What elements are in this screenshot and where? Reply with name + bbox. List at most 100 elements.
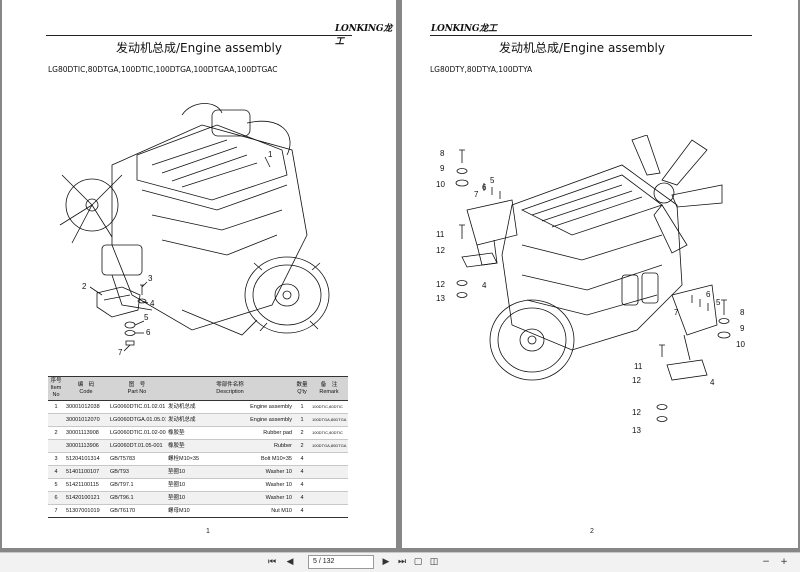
- page-number: 2: [590, 528, 594, 535]
- cell-item-no: 4: [48, 465, 64, 479]
- callout-1: 1: [268, 150, 273, 159]
- callout-5: 5: [716, 298, 721, 307]
- next-page-icon[interactable]: ▶: [382, 557, 390, 567]
- cell-item-no: 5: [48, 478, 64, 492]
- callout-10: 10: [736, 340, 745, 349]
- callout-11: 11: [634, 362, 643, 371]
- zoom-in-icon[interactable]: +: [780, 557, 788, 567]
- last-page-icon[interactable]: ⏭: [397, 557, 407, 567]
- page-title: 发动机总成/Engine assembly: [116, 41, 282, 55]
- header-rule: [430, 35, 752, 36]
- callout-13: 13: [436, 294, 445, 303]
- cell-remark: [310, 478, 348, 492]
- engine-drawing: 8 9 10 5 6 7 11 12 4 12 13 6 5 8 9 10 7 …: [436, 135, 745, 435]
- callout-12: 12: [632, 376, 641, 385]
- page-2: LONKING龙工 发动机总成/Engine assembly LG80DTY,…: [402, 0, 798, 548]
- cell-qty: 1: [294, 413, 310, 427]
- callout-12: 12: [436, 280, 445, 289]
- cell-remark: 100DTGA,80DTGA: [310, 413, 348, 427]
- cell-item-no: 2: [48, 426, 64, 440]
- callout-2: 2: [82, 282, 87, 291]
- cell-code: 51204101314: [64, 452, 108, 466]
- cell-qty: 2: [294, 426, 310, 440]
- cell-code: 51420100121: [64, 491, 108, 505]
- callout-13: 13: [632, 426, 641, 435]
- cell-qty: 4: [294, 504, 310, 518]
- cell-item-no: [48, 439, 64, 453]
- callout-8: 8: [740, 308, 745, 317]
- callout-7: 7: [674, 308, 679, 317]
- cell-item-no: [48, 413, 64, 427]
- cell-part-no: LG0060DT.01.05-001: [108, 439, 166, 453]
- cell-qty: 4: [294, 465, 310, 479]
- callout-8: 8: [440, 149, 445, 158]
- cell-qty: 4: [294, 491, 310, 505]
- callout-6: 6: [146, 328, 151, 337]
- cell-remark: [310, 452, 348, 466]
- cell-part-no: GB/T93: [108, 465, 166, 479]
- callout-9: 9: [740, 324, 745, 333]
- previous-page-icon[interactable]: ◀: [286, 557, 294, 567]
- callout-6: 6: [482, 183, 487, 192]
- cell-qty: 1: [294, 400, 310, 414]
- callout-4: 4: [482, 281, 487, 290]
- page-number: 1: [206, 528, 210, 535]
- first-page-icon[interactable]: ⏮: [267, 557, 277, 567]
- page-title: 发动机总成/Engine assembly: [499, 41, 665, 55]
- cell-part-no: GB/T6170: [108, 504, 166, 518]
- brand-logo: LONKING龙工: [431, 24, 497, 34]
- cell-item-no: 1: [48, 400, 64, 414]
- cell-code: 51421100115: [64, 478, 108, 492]
- callout-11: 11: [436, 230, 445, 239]
- cell-qty: 2: [294, 439, 310, 453]
- engine-drawing: 1 2 3 4 5 6 7: [59, 103, 330, 357]
- two-page-view-icon[interactable]: ◫: [429, 557, 439, 567]
- cell-item-no: 7: [48, 504, 64, 518]
- page-1: LONKING龙工 发动机总成/Engine assembly LG80DTIC…: [2, 0, 396, 548]
- brand-logo: LONKING龙工: [335, 24, 392, 47]
- cell-qty: 4: [294, 452, 310, 466]
- cell-remark: 100DTIC,80DTIC: [310, 426, 348, 440]
- callout-12: 12: [632, 408, 641, 417]
- cell-item-no: 3: [48, 452, 64, 466]
- cell-code: 30001012038: [64, 400, 108, 414]
- cell-remark: [310, 491, 348, 505]
- cell-remark: 100DTGA,80DTGA: [310, 439, 348, 453]
- cell-part-no: GB/T97.1: [108, 478, 166, 492]
- callout-5: 5: [144, 313, 149, 322]
- callout-9: 9: [440, 164, 445, 173]
- callout-6: 6: [706, 290, 711, 299]
- zoom-out-icon[interactable]: −: [762, 557, 770, 567]
- single-page-view-icon[interactable]: ▢: [413, 557, 423, 567]
- callout-10: 10: [436, 180, 445, 189]
- cell-remark: [310, 504, 348, 518]
- model-list: LG80DTY,80DTYA,100DTYA: [430, 65, 533, 74]
- cell-code: 30001012070: [64, 413, 108, 427]
- callout-4: 4: [710, 378, 715, 387]
- page-number-input[interactable]: 5 / 132: [308, 555, 374, 569]
- cell-remark: [310, 465, 348, 479]
- cell-part-no: GB/T5783: [108, 452, 166, 466]
- cell-part-no: LG0060DTGA.01.05.01: [108, 413, 166, 427]
